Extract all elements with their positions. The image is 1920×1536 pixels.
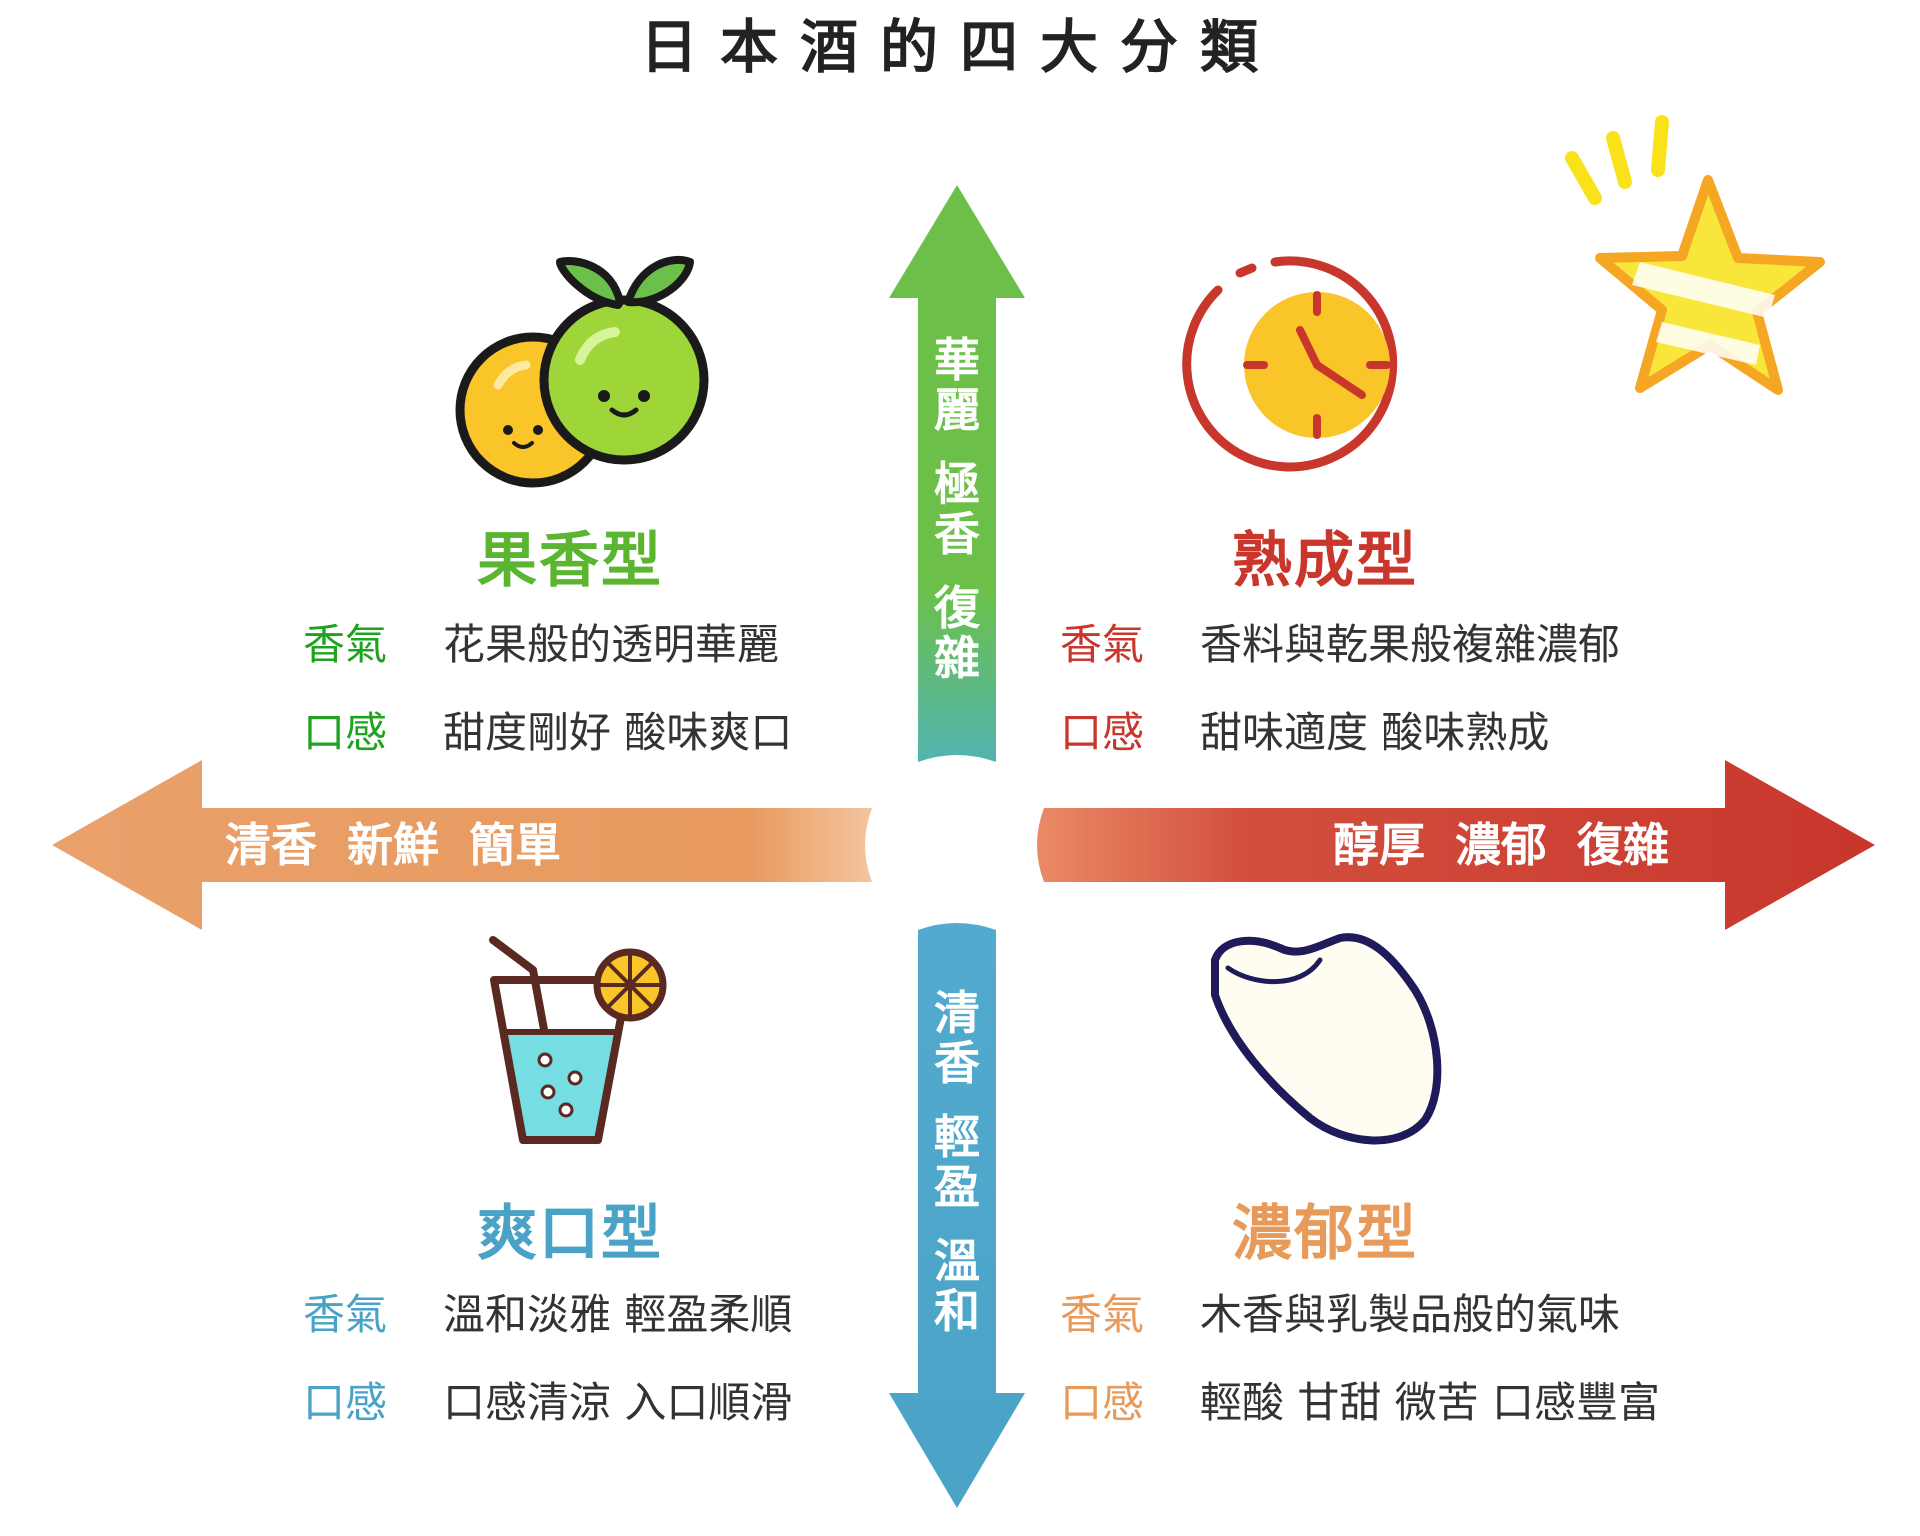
taste-value: 輕酸 甘甜 微苦 口感豐富	[1200, 1378, 1661, 1427]
star-icon	[1565, 115, 1825, 395]
axis-left-label: 清香 新鮮 簡單	[225, 818, 562, 872]
quadrant-light-aroma: 香氣 溫和淡雅 輕盈柔順	[303, 1290, 792, 1340]
axis-up-term-1: 華麗	[934, 333, 980, 437]
quadrant-fruity-aroma: 香氣 花果般的透明華麗	[303, 620, 779, 670]
axis-down-term-1: 清香	[934, 986, 980, 1090]
taste-label: 口感	[1060, 708, 1145, 757]
aroma-label: 香氣	[303, 620, 388, 669]
quadrant-fruity-taste: 口感 甜度剛好 酸味爽口	[303, 708, 792, 758]
arrow-left	[52, 760, 872, 930]
arrow-up	[889, 185, 1025, 762]
rice-grain-icon	[1211, 933, 1442, 1145]
arrow-right	[1037, 760, 1875, 930]
taste-label: 口感	[1060, 1378, 1145, 1427]
page-title: 日本酒的四大分類	[639, 13, 1280, 81]
aroma-label: 香氣	[1060, 620, 1145, 669]
quadrant-name-aged: 熟成型	[1232, 526, 1418, 596]
axis-up-term-3: 復雜	[934, 581, 980, 685]
taste-label: 口感	[303, 1378, 388, 1427]
clock-icon	[1182, 256, 1398, 472]
quadrant-rich-taste: 口感 輕酸 甘甜 微苦 口感豐富	[1060, 1378, 1660, 1428]
quadrant-light-taste: 口感 口感清涼 入口順滑	[303, 1378, 792, 1428]
axis-down-term-3: 溫和	[934, 1234, 980, 1338]
quadrant-aged-aroma: 香氣 香料與乾果般複雜濃郁	[1060, 620, 1620, 670]
drink-icon	[489, 936, 667, 1144]
aroma-label: 香氣	[303, 1290, 388, 1339]
aroma-value: 花果般的透明華麗	[443, 620, 780, 669]
quadrant-name-rich: 濃郁型	[1232, 1199, 1418, 1269]
axis-right-label: 醇厚 濃郁 復雜	[1333, 818, 1670, 872]
taste-value: 口感清涼 入口順滑	[443, 1378, 793, 1427]
quadrant-name-light: 爽口型	[477, 1199, 663, 1269]
axis-down-label: 清香 輕盈 溫和	[922, 988, 992, 1336]
arrow-down	[889, 923, 1025, 1508]
aroma-value: 溫和淡雅 輕盈柔順	[443, 1290, 793, 1339]
taste-label: 口感	[303, 708, 388, 757]
taste-value: 甜味適度 酸味熟成	[1200, 708, 1550, 757]
quadrant-rich-aroma: 香氣 木香與乳製品般的氣味	[1060, 1290, 1620, 1340]
aroma-value: 木香與乳製品般的氣味	[1200, 1290, 1621, 1339]
fruit-icon	[455, 255, 709, 488]
axis-down-term-2: 輕盈	[934, 1110, 980, 1214]
taste-value: 甜度剛好 酸味爽口	[443, 708, 793, 757]
aroma-value: 香料與乾果般複雜濃郁	[1200, 620, 1621, 669]
aroma-label: 香氣	[1060, 1290, 1145, 1339]
quadrant-name-fruity: 果香型	[477, 526, 663, 596]
quadrant-aged-taste: 口感 甜味適度 酸味熟成	[1060, 708, 1549, 758]
axis-up-label: 華麗 極香 復雜	[922, 335, 992, 683]
axis-up-term-2: 極香	[934, 457, 980, 561]
